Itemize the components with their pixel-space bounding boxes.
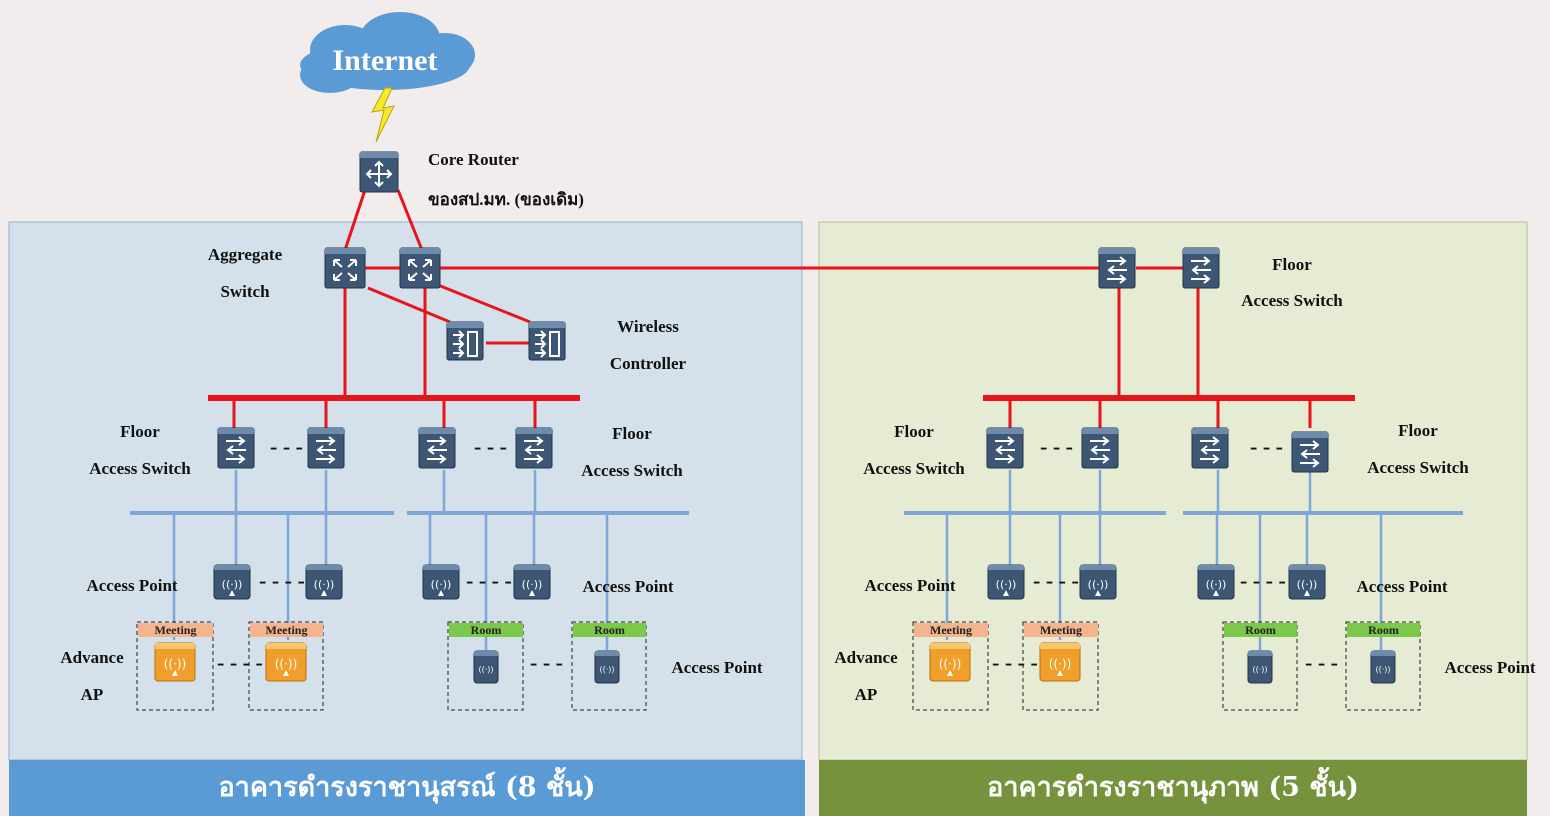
ellipsis-separator: - - - -: [1240, 568, 1286, 593]
floor-switch-icon: [986, 427, 1024, 469]
ellipsis-separator: - - -: [1305, 650, 1338, 675]
ellipsis-separator: - - - -: [466, 568, 512, 593]
b2-ap-left: Access Point: [864, 576, 956, 595]
access-point-icon: [422, 564, 460, 600]
access-point-icon: [1288, 564, 1326, 600]
floor-switch-icon: [1081, 427, 1119, 469]
ellipsis-separator: - - - -: [1033, 568, 1079, 593]
b1-floor-left-2: Access Switch: [89, 459, 191, 478]
floor-switch-icon: [1291, 431, 1329, 473]
b2-advance-2: AP: [854, 685, 878, 704]
b2-floor-left-2: Access Switch: [863, 459, 965, 478]
building-1-panel: [8, 221, 803, 761]
room-tag: Room: [1347, 623, 1420, 637]
access-point-icon: [1079, 564, 1117, 600]
advance-ap-icon: [154, 642, 196, 682]
zone-boxes: [136, 621, 1421, 711]
ellipsis-separator: - - -: [270, 434, 303, 459]
ellipsis-separator: - - - -: [259, 568, 305, 593]
meeting-tag: Meeting: [250, 623, 323, 637]
meeting-tag: Meeting: [914, 623, 988, 637]
building-2-title: อาคารดำรงราชานุภาพ (5 ชั้น): [987, 772, 1359, 803]
b1-ap-right: Access Point: [582, 577, 674, 596]
b1-advance-2: AP: [80, 685, 104, 704]
building-1-backbone: [208, 395, 580, 401]
building-1-bus-left: [130, 511, 394, 515]
building-2-bus-right: [1183, 511, 1463, 515]
floor-switch-icon: [1191, 427, 1229, 469]
core-links: [232, 189, 1312, 428]
meeting-tag: Meeting: [138, 623, 213, 637]
building-1-title: อาคารดำรงราชานุสรณ์ (8 ชั้น): [218, 772, 596, 803]
b2-advance-1: Advance: [834, 648, 898, 667]
room-ap-icon: [473, 650, 499, 684]
b1-floor-left-1: Floor: [120, 422, 160, 441]
access-point-icon: [1197, 564, 1235, 600]
wireless-controller-icon: [528, 321, 566, 361]
room-tag: Room: [1224, 623, 1297, 637]
building-2-footer: [819, 760, 1527, 816]
b2-room-ap: Access Point: [1444, 658, 1536, 677]
advance-ap-icon: [929, 642, 971, 682]
b1-floor-right-2: Access Switch: [581, 461, 683, 480]
ellipsis-separator: - - -: [530, 650, 563, 675]
core-router-icon: [359, 151, 399, 193]
building-2-panel: [818, 221, 1528, 761]
building-1-footer: [9, 760, 805, 816]
building-2-backbone: [983, 395, 1355, 401]
b2-floor-right-2: Access Switch: [1367, 458, 1469, 477]
b1-room-ap: Access Point: [671, 658, 763, 677]
wireless-label-1: Wireless: [617, 317, 679, 336]
b1-floor-right-1: Floor: [612, 424, 652, 443]
room-tag: Room: [449, 623, 523, 637]
ellipsis-separator: - - - -: [217, 650, 263, 675]
internet-label: Internet: [332, 44, 438, 77]
meeting-tag: Meeting: [1024, 623, 1098, 637]
room-ap-icon: [594, 650, 620, 684]
room-tag: Room: [573, 623, 646, 637]
ellipsis-separator: - - -: [1250, 434, 1283, 459]
aggregate-switch-icon: [324, 247, 366, 289]
access-point-icon: [213, 564, 251, 600]
core-router-owner-label: ของสป.มท. (ของเดิม): [428, 190, 584, 209]
building-2-bus-left: [904, 511, 1166, 515]
ellipsis-separator: - - -: [1040, 434, 1073, 459]
building-1-bus-right: [407, 511, 689, 515]
internet-cloud: [300, 12, 475, 93]
access-links: [172, 470, 1383, 650]
aggregate-label-2: Switch: [220, 282, 270, 301]
b1-advance-1: Advance: [60, 648, 124, 667]
b2-floor-right-1: Floor: [1398, 421, 1438, 440]
aggregate-switch-icon: [399, 247, 441, 289]
advance-ap-icon: [1039, 642, 1081, 682]
wan-link-icon: [371, 87, 395, 143]
aggregate-label-1: Aggregate: [207, 245, 283, 264]
floor-switch-icon: [1182, 247, 1220, 289]
wireless-label-2: Controller: [609, 354, 687, 373]
room-ap-icon: [1247, 650, 1273, 684]
access-point-icon: [987, 564, 1025, 600]
wireless-controller-icon: [446, 321, 484, 361]
b2-floor-left-1: Floor: [894, 422, 934, 441]
b1-ap-left: Access Point: [86, 576, 178, 595]
floor-switch-icon: [515, 427, 553, 469]
b2-top-switch-1: Floor: [1272, 255, 1312, 274]
floor-switch-icon: [418, 427, 456, 469]
ellipsis-separator: - - - -: [992, 650, 1038, 675]
advance-ap-icon: [265, 642, 307, 682]
floor-switch-icon: [307, 427, 345, 469]
ellipsis-separator: - - -: [474, 434, 507, 459]
b2-ap-right: Access Point: [1356, 577, 1448, 596]
core-router-label: Core Router: [428, 150, 519, 169]
access-point-icon: [305, 564, 343, 600]
floor-switch-icon: [217, 427, 255, 469]
floor-switch-icon: [1098, 247, 1136, 289]
room-ap-icon: [1370, 650, 1396, 684]
b2-top-switch-2: Access Switch: [1241, 291, 1343, 310]
access-point-icon: [513, 564, 551, 600]
